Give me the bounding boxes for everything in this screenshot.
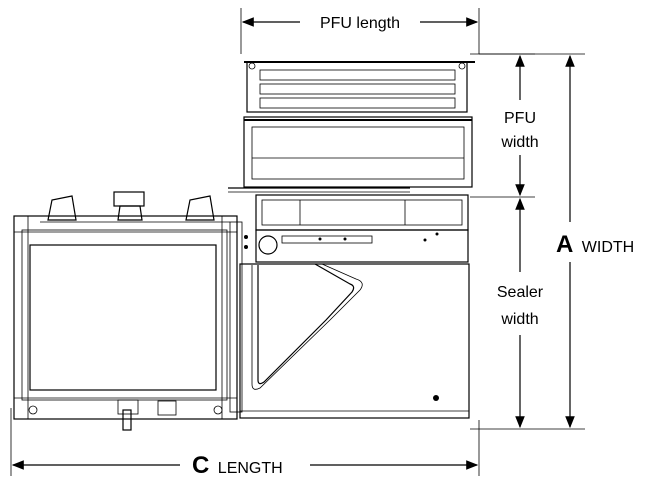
conveyor-outer-frame: [13, 215, 238, 420]
sealer-width-label-line2: width: [500, 311, 538, 328]
conveyor-clamp-center: [117, 205, 143, 221]
pfu-length-dimension: PFU length: [240, 8, 480, 54]
sealer-body: [239, 194, 470, 419]
pfu-top-frame: [246, 61, 468, 113]
a-word: WIDTH: [582, 239, 634, 256]
conveyor-motor-box: [113, 191, 145, 207]
a-width-label: A WIDTH: [556, 231, 634, 258]
sealer-dot-3: [423, 238, 427, 242]
conveyor-foot-left: [28, 405, 38, 415]
sealer-roller-end: [258, 235, 278, 255]
sealer-triangle-guard-outer: [251, 263, 363, 390]
a-width-dimension: A WIDTH: [479, 53, 634, 429]
sealer-triangle-guard: [257, 263, 355, 385]
sealer-width-dimension: Sealer width: [470, 197, 585, 430]
sealer-control-bar: [281, 235, 373, 244]
pfu-roller-2: [259, 83, 456, 95]
pfu-width-label-line2: width: [500, 134, 538, 151]
conveyor-clamp-right: [185, 195, 215, 221]
pfu-width-dimension: PFU width: [470, 53, 539, 198]
conveyor-inner-frame: [21, 229, 228, 401]
sealer-base-cabinet: [239, 263, 470, 419]
conveyor-bottom-pin: [122, 409, 132, 431]
a-letter: A: [556, 231, 573, 258]
conveyor-bottom-bracket: [117, 399, 139, 415]
conveyor-belt-area: [29, 244, 217, 391]
pfu-roller-1: [259, 69, 456, 81]
conveyor-side-bolt-1: [244, 235, 248, 239]
pfu-width-label-line1: PFU: [504, 110, 536, 127]
pfu-upper-unit: [228, 61, 475, 193]
c-letter: C: [192, 452, 209, 479]
sealer-dot-4: [435, 232, 439, 236]
conveyor-bottom-block: [157, 400, 177, 416]
pfu-lower-housing: [243, 116, 473, 188]
conveyor-table: [13, 191, 248, 431]
sealer-dot-1: [318, 237, 322, 241]
pfu-housing-panel: [251, 126, 465, 180]
sealer-top-panel: [261, 199, 463, 226]
c-length-label: C LENGTH: [192, 452, 283, 479]
pfu-bolt-left: [248, 62, 256, 70]
conveyor-side-bolt-2: [244, 245, 248, 249]
pfu-roller-3: [259, 97, 456, 109]
pfu-length-label: PFU length: [320, 15, 400, 32]
conveyor-clamp-left: [47, 195, 77, 221]
sealer-width-label-line1: Sealer: [497, 284, 544, 301]
c-word: LENGTH: [218, 460, 283, 477]
pfu-bolt-right: [458, 62, 466, 70]
conveyor-foot-right: [213, 405, 223, 415]
sealer-control-strip: [255, 229, 469, 263]
sealer-knob: [433, 395, 439, 401]
sealer-dot-2: [343, 237, 347, 241]
conveyor-side-rail: [229, 221, 243, 413]
c-length-dimension: C LENGTH: [10, 408, 480, 479]
